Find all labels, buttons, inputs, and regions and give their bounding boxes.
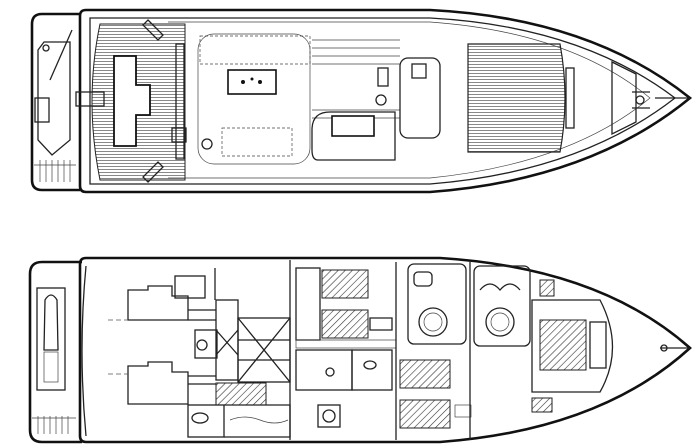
flybridge-salon (197, 33, 311, 165)
guest-cabins (295, 262, 472, 440)
cockpit-teak-deck (75, 19, 187, 183)
bow-anchor (611, 60, 690, 136)
crew-cabin (187, 260, 291, 440)
swim-platform (30, 12, 80, 192)
master-suite-heads (407, 262, 555, 440)
foredeck-sunpad (467, 43, 575, 153)
upper-hull-outline (78, 8, 693, 194)
lower-hull-outline (78, 256, 692, 444)
lower-boarding-ladder (32, 416, 76, 434)
vip-forward-cabin (531, 299, 690, 393)
salon-table (227, 69, 277, 95)
lower-deck-plan (28, 256, 692, 444)
engine-port (127, 285, 189, 321)
boarding-ladder (34, 160, 76, 182)
shower-port (418, 307, 448, 337)
lower-swim-platform (28, 260, 82, 444)
helm-console (331, 115, 375, 137)
tender-dinghy (34, 29, 73, 156)
engine-starboard (127, 361, 189, 405)
helm-wheel (201, 138, 213, 150)
cockpit-hatch (113, 55, 151, 147)
shower-starboard (485, 307, 515, 337)
helm-station (311, 39, 441, 161)
jet-ski (36, 287, 66, 391)
engine-room (108, 268, 239, 405)
upper-deck-plan (30, 8, 693, 194)
